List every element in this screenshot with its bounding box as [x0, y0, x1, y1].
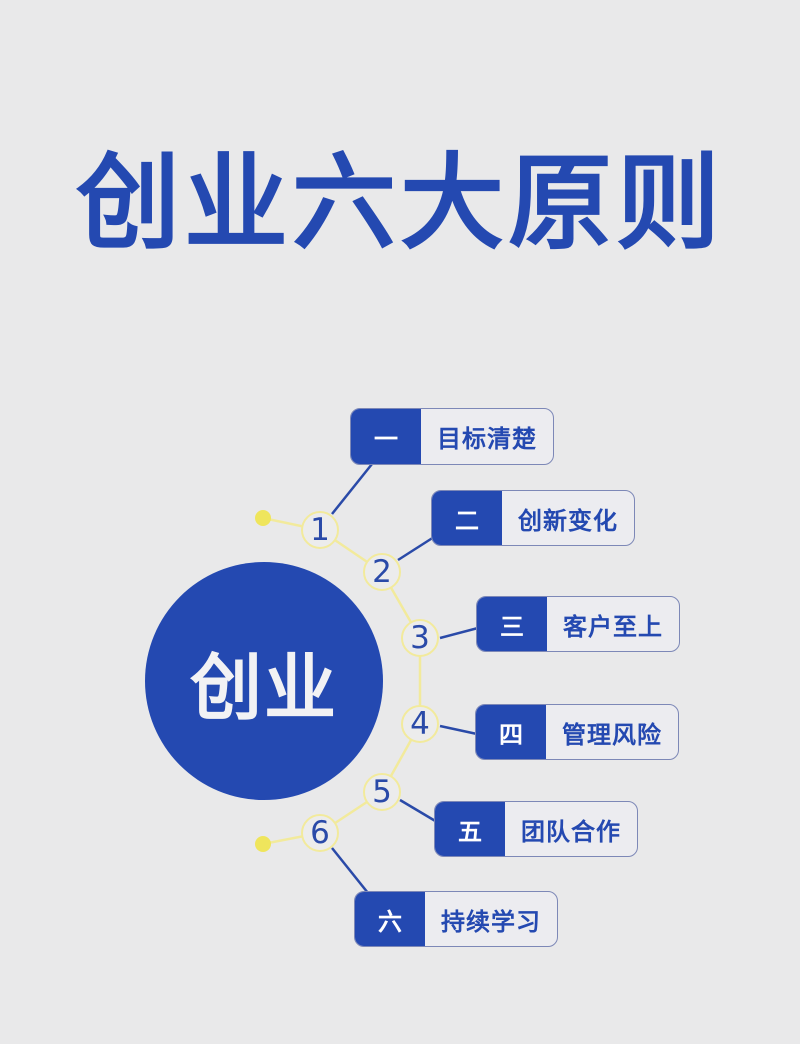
step-index: 二	[432, 491, 502, 545]
step-index: 五	[435, 802, 505, 856]
step-index: 一	[351, 409, 421, 464]
step-label: 目标清楚	[437, 425, 537, 453]
step-card-4: 四 管理风险	[475, 704, 679, 760]
step-index: 三	[477, 597, 547, 651]
step-number-2: 2	[363, 553, 401, 591]
yellow-dot-top	[255, 510, 271, 526]
step-label: 创新变化	[518, 506, 618, 535]
step-card-5: 五 团队合作	[434, 801, 638, 857]
step-label: 管理风险	[562, 720, 662, 749]
step-index: 六	[355, 892, 425, 946]
step-number-6: 6	[301, 814, 339, 852]
step-number-3: 3	[401, 619, 439, 657]
step-label: 团队合作	[521, 817, 621, 846]
step-number-4: 4	[401, 705, 439, 743]
step-card-3: 三 客户至上	[476, 596, 680, 652]
hub-label: 创业	[189, 645, 338, 730]
hub-circle: 创业	[145, 562, 383, 800]
step-card-1: 一 目标清楚	[350, 408, 554, 465]
page-title: 创业六大原则	[75, 142, 724, 264]
step-index: 四	[476, 705, 546, 759]
step-number-5: 5	[363, 773, 401, 811]
step-card-2: 二 创新变化	[431, 490, 635, 546]
step-card-6: 六 持续学习	[354, 891, 558, 947]
yellow-dot-bottom	[255, 836, 271, 852]
step-label: 持续学习	[441, 907, 541, 936]
step-label: 客户至上	[563, 612, 663, 641]
step-number-1: 1	[301, 511, 339, 549]
